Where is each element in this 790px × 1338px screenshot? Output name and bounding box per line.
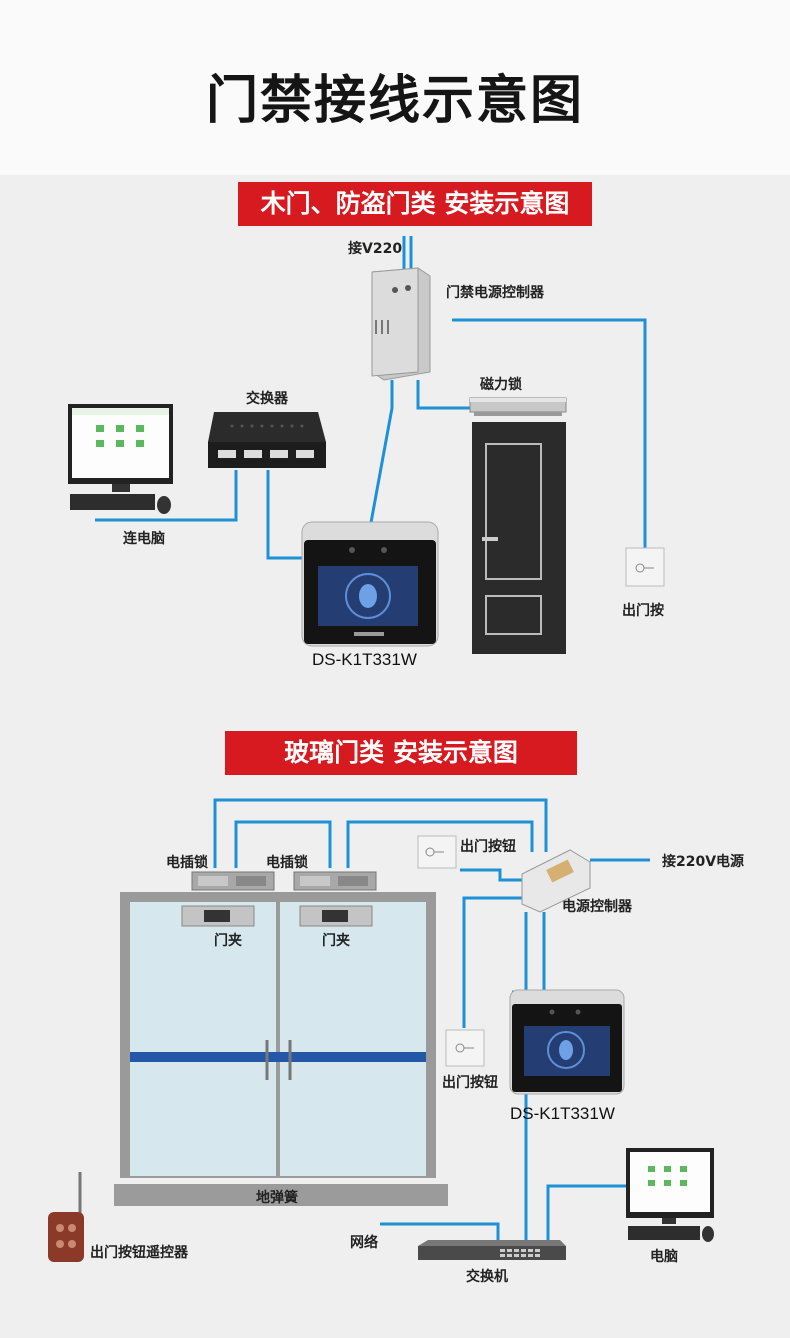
switch-icon-2 xyxy=(418,1240,566,1260)
power-in-label: 接V220 xyxy=(348,241,403,257)
lock-left-inner-cable xyxy=(234,820,332,868)
exit-button-label: 出门按 xyxy=(622,603,664,619)
remote-control-icon xyxy=(48,1172,84,1262)
exit-button-top-icon xyxy=(417,835,457,869)
exit-button-mid-icon xyxy=(445,1029,485,1067)
pc-cable xyxy=(546,1184,626,1240)
network-label: 网络 xyxy=(350,1235,378,1251)
pc-cable xyxy=(95,470,238,522)
computer-label: 连电脑 xyxy=(123,531,165,547)
face-terminal-icon-2 xyxy=(509,989,625,1095)
model-label-2: DS-K1T331W xyxy=(510,1104,615,1123)
terminal-power-cable xyxy=(512,912,546,994)
lock-right-label: 电插锁 xyxy=(266,855,308,871)
model-label: DS-K1T331W xyxy=(312,650,417,669)
power-controller-box-icon xyxy=(371,267,431,381)
glass-door-clamp-left-icon xyxy=(181,905,255,927)
floor-spring-label: 地弹簧 xyxy=(256,1190,298,1206)
header-background xyxy=(0,0,790,175)
switch-label: 交换器 xyxy=(246,391,288,407)
power-controller-icon xyxy=(521,849,591,913)
switch-icon xyxy=(208,412,326,468)
magnetic-lock-icon xyxy=(469,397,567,416)
remote-label: 出门按钮遥控器 xyxy=(90,1245,188,1261)
section2-banner: 玻璃门类 安装示意图 xyxy=(225,731,577,775)
exit-button-cable xyxy=(452,318,647,550)
maglock-label: 磁力锁 xyxy=(480,377,522,393)
maglock-cable xyxy=(416,380,470,410)
controller-label: 门禁电源控制器 xyxy=(446,285,544,301)
clamp-left-label: 门夹 xyxy=(214,933,242,949)
switch-label-2: 交换机 xyxy=(466,1269,508,1285)
monitor-icon xyxy=(68,404,173,514)
door-icon xyxy=(472,422,566,654)
exit-button-top-label: 出门按钮 xyxy=(460,839,516,855)
face-terminal-icon xyxy=(301,521,439,647)
exit-button-top-cable xyxy=(460,868,522,882)
glass-double-door-icon xyxy=(120,892,436,1178)
lock-left-label: 电插锁 xyxy=(166,855,208,871)
monitor-icon-2 xyxy=(626,1148,714,1242)
terminal-network-cable xyxy=(266,470,302,560)
electric-bolt-lock-left-icon xyxy=(191,871,275,891)
floor-spring-icon xyxy=(114,1184,448,1206)
power-in-label-2: 接220V电源 xyxy=(662,854,745,870)
lock-left-outer-cable xyxy=(213,798,548,868)
lock-right-cable xyxy=(346,820,534,868)
section1-cables xyxy=(95,236,647,560)
computer-label-2: 电脑 xyxy=(650,1249,678,1265)
terminal-power-cable xyxy=(368,380,394,529)
exit-button-mid-label: 出门按钮 xyxy=(442,1075,498,1091)
network-cable xyxy=(380,1222,500,1240)
page-title: 门禁接线示意图 xyxy=(205,71,584,131)
glass-door-clamp-right-icon xyxy=(299,905,373,927)
electric-bolt-lock-right-icon xyxy=(293,871,377,891)
exit-button-mid-cable xyxy=(462,896,522,1028)
power-controller-label: 电源控制器 xyxy=(562,899,632,915)
exit-button-icon xyxy=(625,547,665,587)
section1-banner: 木门、防盗门类 安装示意图 xyxy=(238,182,592,226)
clamp-right-label: 门夹 xyxy=(322,933,350,949)
